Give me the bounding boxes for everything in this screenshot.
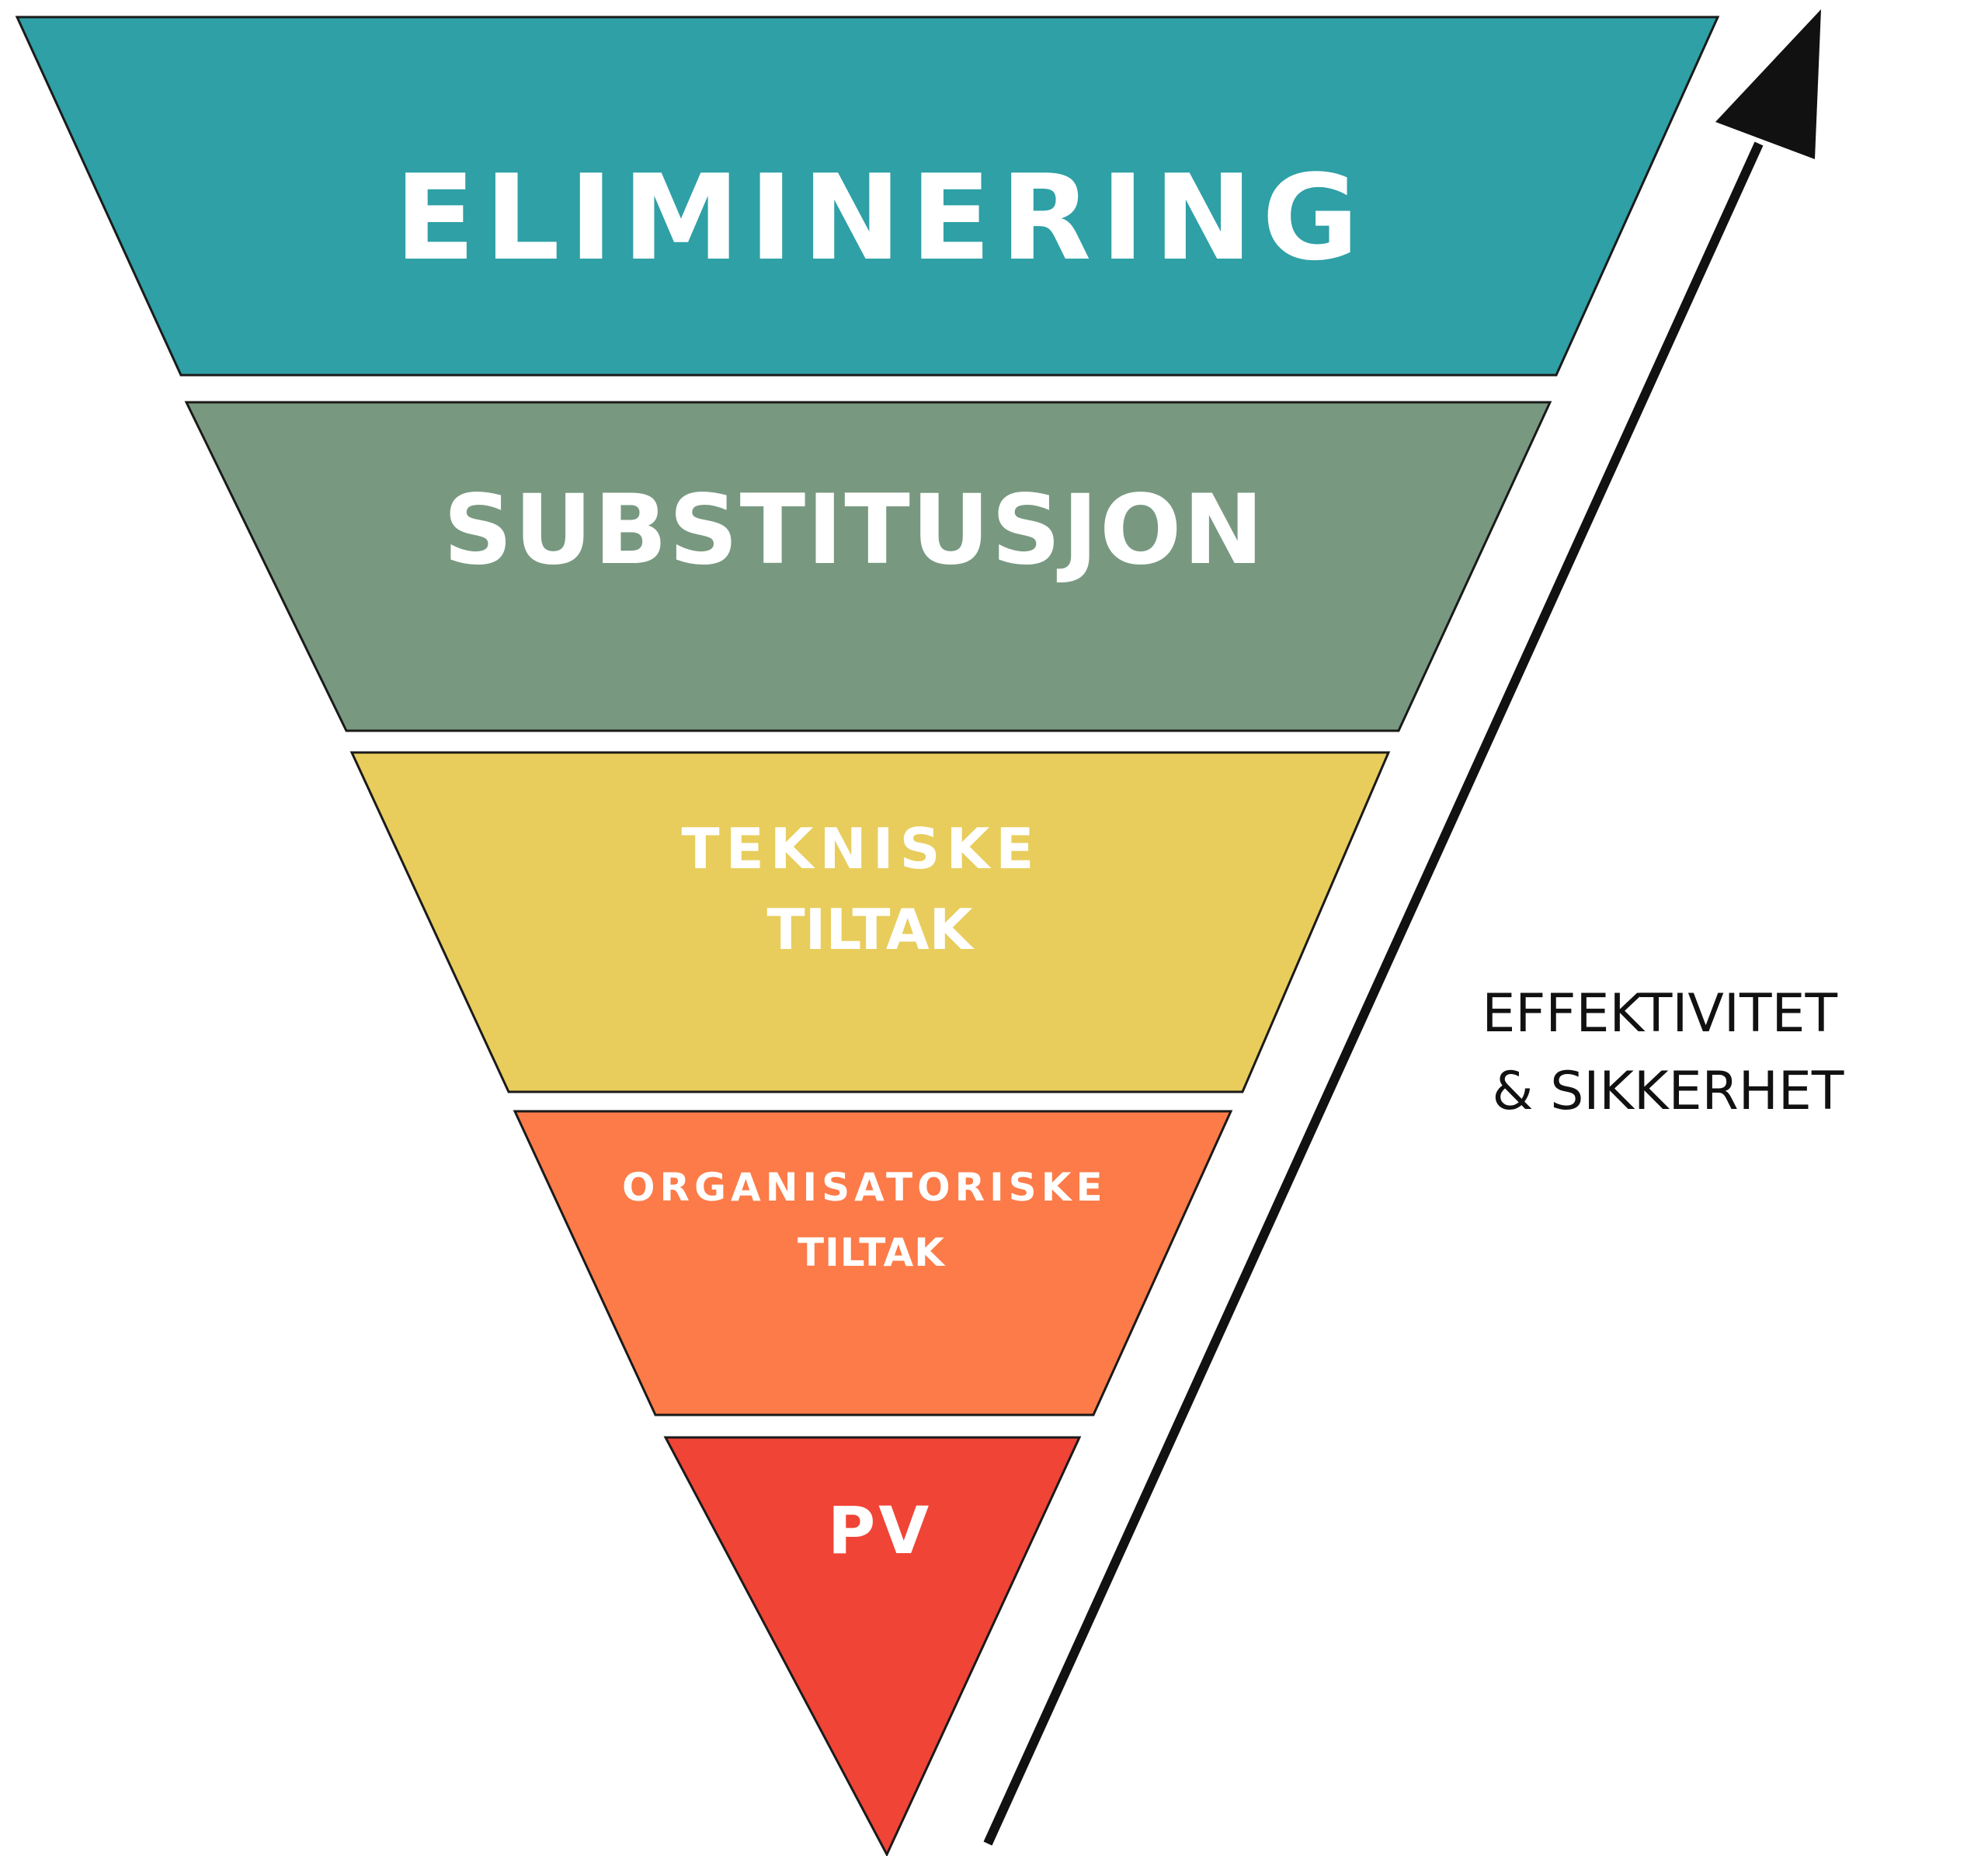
- tier-elimination-shape: [15, 16, 1720, 377]
- tier-ppe-shape: [663, 1436, 1082, 1856]
- tier-substitution-label-line-1: SUBSTITUSJON: [443, 474, 1265, 586]
- tier-substitution: SUBSTITUSJON: [184, 401, 1552, 732]
- effectiveness-axis-label: EFFEKTIVITET & SIKKERHET: [1482, 983, 1854, 1122]
- tier-administrative-controls-shape: [513, 1110, 1233, 1416]
- tier-elimination: ELIMINERING: [15, 16, 1720, 377]
- tier-elimination-label-line-1: ELIMINERING: [394, 149, 1368, 287]
- effectiveness-arrow: [983, 9, 1821, 1846]
- tier-administrative-controls-label: ORGANISATORISKE TILTAK: [622, 1165, 1125, 1275]
- tier-administrative-controls: ORGANISATORISKE TILTAK: [513, 1110, 1233, 1416]
- tier-substitution-shape: [184, 401, 1552, 732]
- tier-substitution-label: SUBSTITUSJON: [443, 474, 1265, 586]
- tier-ppe-label-line-1: PV: [828, 1493, 933, 1569]
- tier-engineering-controls-label-line-2: TILTAK: [767, 897, 975, 962]
- effectiveness-arrow-shaft: [983, 141, 1764, 1846]
- tier-engineering-controls-shape: [349, 751, 1391, 1093]
- tier-engineering-controls-label: TEKNISKE TILTAK: [681, 816, 1065, 962]
- tier-administrative-controls-label-line-1: ORGANISATORISKE: [622, 1165, 1107, 1210]
- tier-elimination-label: ELIMINERING: [394, 149, 1368, 287]
- effectiveness-axis-label-line-2: & SIKKERHET: [1493, 1061, 1844, 1122]
- effectiveness-axis-label-line-1: EFFEKTIVITET: [1482, 983, 1837, 1044]
- tier-engineering-controls: TEKNISKE TILTAK: [349, 751, 1391, 1093]
- tier-ppe-label: PV: [828, 1493, 933, 1569]
- effectiveness-arrow-head: [1715, 9, 1821, 159]
- tier-administrative-controls-label-line-2: TILTAK: [798, 1230, 946, 1275]
- tier-engineering-controls-label-line-1: TEKNISKE: [681, 816, 1040, 881]
- tier-ppe: PV: [663, 1436, 1082, 1856]
